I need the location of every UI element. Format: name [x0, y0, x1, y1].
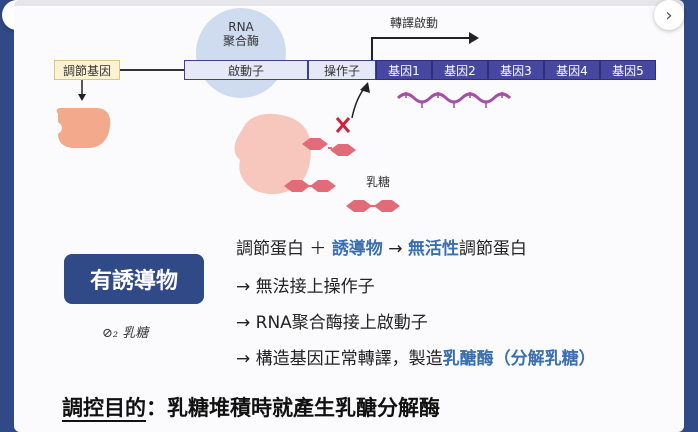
next-slide-button[interactable]: ›: [654, 0, 684, 30]
transcription-arrowhead-icon: [469, 32, 479, 44]
purpose-text: ：乳糖堆積時就產生乳醣分解酶: [146, 396, 440, 420]
blocked-arrowhead-icon: [360, 82, 370, 93]
rna-polymerase-shape: [196, 8, 286, 98]
transcription-arrow-icon: [371, 37, 469, 60]
gene-1-box: 基因1: [376, 60, 432, 80]
l1-text-e: 調節蛋白: [458, 239, 527, 259]
gene-3-box: 基因3: [488, 60, 544, 80]
transcription-start-label: 轉譯啟動: [390, 16, 439, 30]
rna-label-line1: RNA: [228, 20, 254, 34]
gene-2-box: 基因2: [432, 60, 488, 80]
inactive-repressor-icon: [234, 113, 311, 195]
purpose-statement: 調控目的：乳糖堆積時就產生乳醣分解酶: [62, 392, 440, 422]
mrna-strand-icon: [396, 92, 512, 104]
down-arrowhead-icon: [78, 94, 86, 101]
rna-polymerase-label: RNA 聚合酶: [196, 20, 286, 48]
slide-card: RNA 聚合酶 調節基因 啟動子 操作子 基因1 基因2 基因3 基因4 基因5…: [14, 0, 684, 432]
l1-arrow: →: [382, 239, 408, 259]
regulatory-gene-box: 調節基因: [54, 60, 120, 80]
explanation-line-3: → RNA聚合酶接上啟動子: [236, 313, 428, 333]
inducer-badge: 有誘導物: [64, 254, 204, 304]
explanation-line-1: 調節蛋白 ＋ 誘導物 → 無活性調節蛋白: [236, 234, 527, 259]
top-bar: [14, 0, 684, 6]
l1-inducer: 誘導物: [331, 239, 383, 259]
lactose-bonds: [308, 147, 376, 207]
l1-inactive: 無活性: [407, 239, 459, 259]
repressor-protein-icon: [56, 108, 111, 148]
promoter-box: 啟動子: [184, 60, 308, 80]
dna-line: [120, 69, 184, 71]
purpose-label: 調控目的: [62, 396, 146, 422]
lactose-label: 乳糖: [366, 175, 391, 189]
handwritten-note: ⊘₂ 乳糖: [102, 326, 149, 341]
l4-text-a: → 構造基因正常轉譯，製造: [236, 349, 443, 369]
x-mark-icon: [335, 117, 351, 133]
l1-text-a: 調節蛋白 ＋: [236, 239, 332, 259]
gene-5-box: 基因5: [600, 60, 656, 80]
mrna-ticks: [405, 92, 503, 108]
gene-4-box: 基因4: [544, 60, 600, 80]
rna-label-line2: 聚合酶: [222, 34, 259, 48]
operator-box: 操作子: [308, 60, 376, 80]
diagram-graphics: [56, 32, 512, 212]
explanation-line-4: → 構造基因正常轉譯，製造乳醣酶（分解乳糖）: [236, 344, 596, 369]
l4-lactase: 乳醣酶（分解乳糖）: [442, 349, 596, 369]
lactose-molecules-icon: [284, 138, 400, 212]
explanation-line-2: → 無法接上操作子: [236, 277, 375, 297]
